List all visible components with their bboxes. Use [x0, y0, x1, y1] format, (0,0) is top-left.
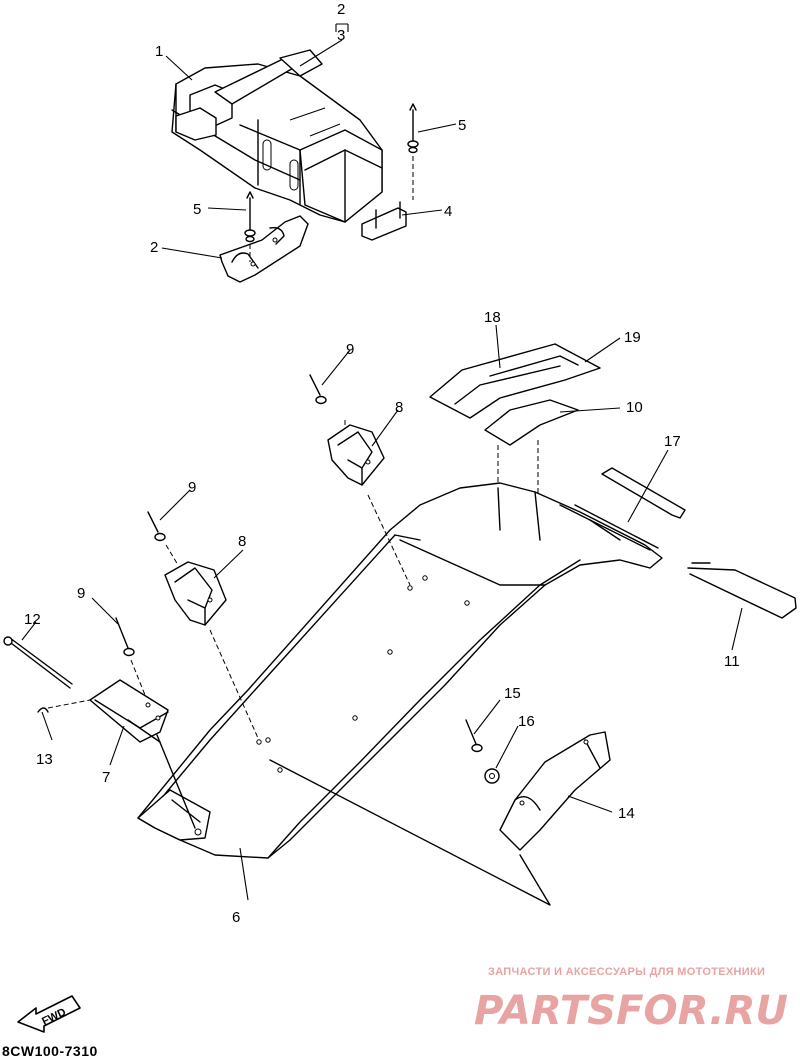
callout-3: 3 [337, 27, 345, 44]
guide-8u-to-plate [367, 494, 411, 586]
callout-5-lower: 5 [193, 201, 201, 218]
bracket-8-upper [327, 424, 385, 486]
watermark-logo: PARTSFOR.RU [474, 988, 788, 1032]
callout-11: 11 [724, 653, 740, 670]
callout-18: 18 [484, 309, 501, 326]
bracket-8-lower [164, 561, 227, 626]
clip-4 [361, 201, 407, 241]
bag-bracket-2 [219, 215, 309, 283]
callout-9-lower: 9 [77, 585, 85, 602]
holder-14 [499, 731, 611, 851]
callout-6: 6 [232, 909, 240, 926]
watermark-tagline: ЗАПЧАСТИ И АКСЕССУАРЫ ДЛЯ МОТОТЕХНИКИ [488, 966, 766, 978]
hook-11 [687, 562, 797, 619]
pad-18-19 [429, 343, 601, 419]
callout-4: 4 [444, 203, 452, 220]
callout-8-lower: 8 [238, 533, 246, 550]
bolt-9-c [115, 617, 146, 696]
pin-12 [3, 636, 73, 689]
callout-10: 10 [626, 399, 643, 416]
clip-13 [37, 699, 91, 713]
guide-7-to-flap [156, 734, 196, 829]
callout-12: 12 [24, 611, 41, 628]
callout-14: 14 [618, 805, 635, 822]
guide-plate-to-holder [269, 759, 551, 906]
tool-bag [171, 49, 383, 223]
callout-16: 16 [518, 713, 535, 730]
svg-text:PARTSFOR.RU: PARTSFOR.RU [474, 988, 788, 1032]
diagram-code: 8CW100-7310 [2, 1043, 98, 1059]
callout-8-upper: 8 [395, 399, 403, 416]
leader-lines [21, 23, 743, 901]
fwd-direction-arrow: FWD [17, 995, 81, 1033]
guide-8l-to-plate [209, 629, 259, 739]
bolt-9-b [147, 511, 179, 566]
callout-15: 15 [504, 685, 521, 702]
callout-9-middle: 9 [188, 479, 196, 496]
bolt-15 [465, 719, 483, 753]
rear-fender-plate-6 [137, 482, 663, 859]
callout-1: 1 [155, 43, 163, 60]
callout-9-upper: 9 [346, 341, 354, 358]
bolt-5-upper [407, 103, 419, 200]
pad-10 [484, 399, 579, 446]
nut-16 [484, 768, 500, 784]
callout-2-bracket: 2 [150, 239, 158, 256]
callout-19: 19 [624, 329, 641, 346]
callout-13: 13 [36, 751, 53, 768]
callout-17: 17 [664, 433, 681, 450]
bolt-5-lower [244, 191, 256, 262]
callout-2-top: 2 [337, 1, 345, 18]
bolt-9-a [309, 374, 346, 428]
hinge-7 [89, 679, 169, 743]
callout-5-upper: 5 [458, 117, 466, 134]
callout-7: 7 [102, 769, 110, 786]
